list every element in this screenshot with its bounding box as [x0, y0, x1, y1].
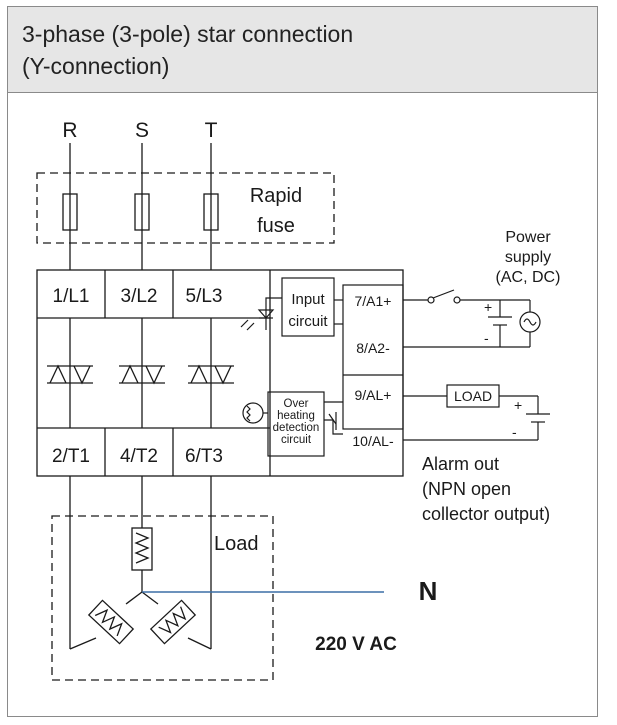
- overheat-line1: Over: [284, 398, 309, 410]
- input-circuit-line1: Input: [291, 291, 325, 308]
- terminal-7-a1: 7/A1+: [355, 293, 392, 309]
- switch-blade: [432, 289, 455, 299]
- load-resistor-right-icon: [149, 599, 197, 645]
- input-circuit-line2: circuit: [288, 313, 328, 330]
- terminal-3-l2: 3/L2: [121, 286, 158, 307]
- alarm-load-label: LOAD: [454, 388, 492, 404]
- alarm-out-line2: (NPN open: [422, 479, 511, 499]
- terminal-1-l1: 1/L1: [53, 286, 90, 307]
- alarm-minus-sign: -: [512, 424, 517, 440]
- power-plus-sign: +: [484, 299, 492, 315]
- overheat-line4: circuit: [281, 434, 312, 446]
- switch-contact-left: [427, 296, 435, 304]
- power-supply-line1: Power: [505, 229, 551, 246]
- load-resistor-top-icon: [131, 527, 153, 571]
- power-supply-wiring: [403, 289, 550, 441]
- power-minus-sign: -: [484, 330, 489, 346]
- terminal-4-t2: 4/T2: [120, 446, 158, 467]
- control-terminal-block: [342, 284, 404, 430]
- title-line-1: 3-phase (3-pole) star connection: [22, 21, 354, 47]
- triac-1-icon: [47, 364, 93, 385]
- input-circuit-box: [281, 277, 335, 337]
- triac-group: [47, 364, 234, 385]
- voltage-label: 220 V AC: [315, 634, 397, 655]
- alarm-plus-sign: +: [514, 397, 522, 413]
- phase-t-label: T: [205, 119, 218, 142]
- fuse-label-line1: Rapid: [250, 185, 302, 207]
- alarm-out-line3: collector output): [422, 504, 550, 524]
- phase-s-label: S: [135, 119, 149, 142]
- title-line-2: (Y-connection): [22, 53, 170, 79]
- phase-r-label: R: [62, 119, 77, 142]
- triac-2-icon: [119, 364, 165, 385]
- triac-3-icon: [188, 364, 234, 385]
- input-led-wire: [265, 297, 282, 330]
- terminal-6-t3: 6/T3: [185, 446, 223, 467]
- overheat-line2: heating: [277, 410, 315, 422]
- power-supply-line2: supply: [505, 249, 551, 266]
- terminal-8-a2: 8/A2-: [356, 340, 390, 356]
- load-label: Load: [214, 533, 259, 555]
- led-icon: [257, 309, 275, 319]
- overheat-line3: detection: [273, 422, 320, 434]
- light-arrows-icon: [240, 319, 255, 331]
- fuse-group-box: [36, 172, 335, 244]
- power-supply-line3: (AC, DC): [496, 269, 561, 286]
- thermistor-icon: [242, 402, 268, 424]
- terminal-9-al: 9/AL+: [355, 387, 392, 403]
- diagram-frame: 3-phase (3-pole) star connection (Y-conn…: [7, 6, 598, 717]
- terminal-10-al: 10/AL-: [352, 433, 394, 449]
- fuse-label-line2: fuse: [257, 215, 295, 237]
- terminal-2-t1: 2/T1: [52, 446, 90, 467]
- neutral-label: N: [419, 576, 438, 606]
- load-resistor-left-icon: [87, 599, 135, 645]
- header-bar: 3-phase (3-pole) star connection (Y-conn…: [8, 7, 597, 93]
- alarm-out-line1: Alarm out: [422, 454, 499, 474]
- overheat-circuit-box: [267, 391, 325, 457]
- terminal-5-l3: 5/L3: [186, 286, 223, 307]
- load-group-box: [51, 515, 274, 681]
- switch-contact-right: [453, 296, 461, 304]
